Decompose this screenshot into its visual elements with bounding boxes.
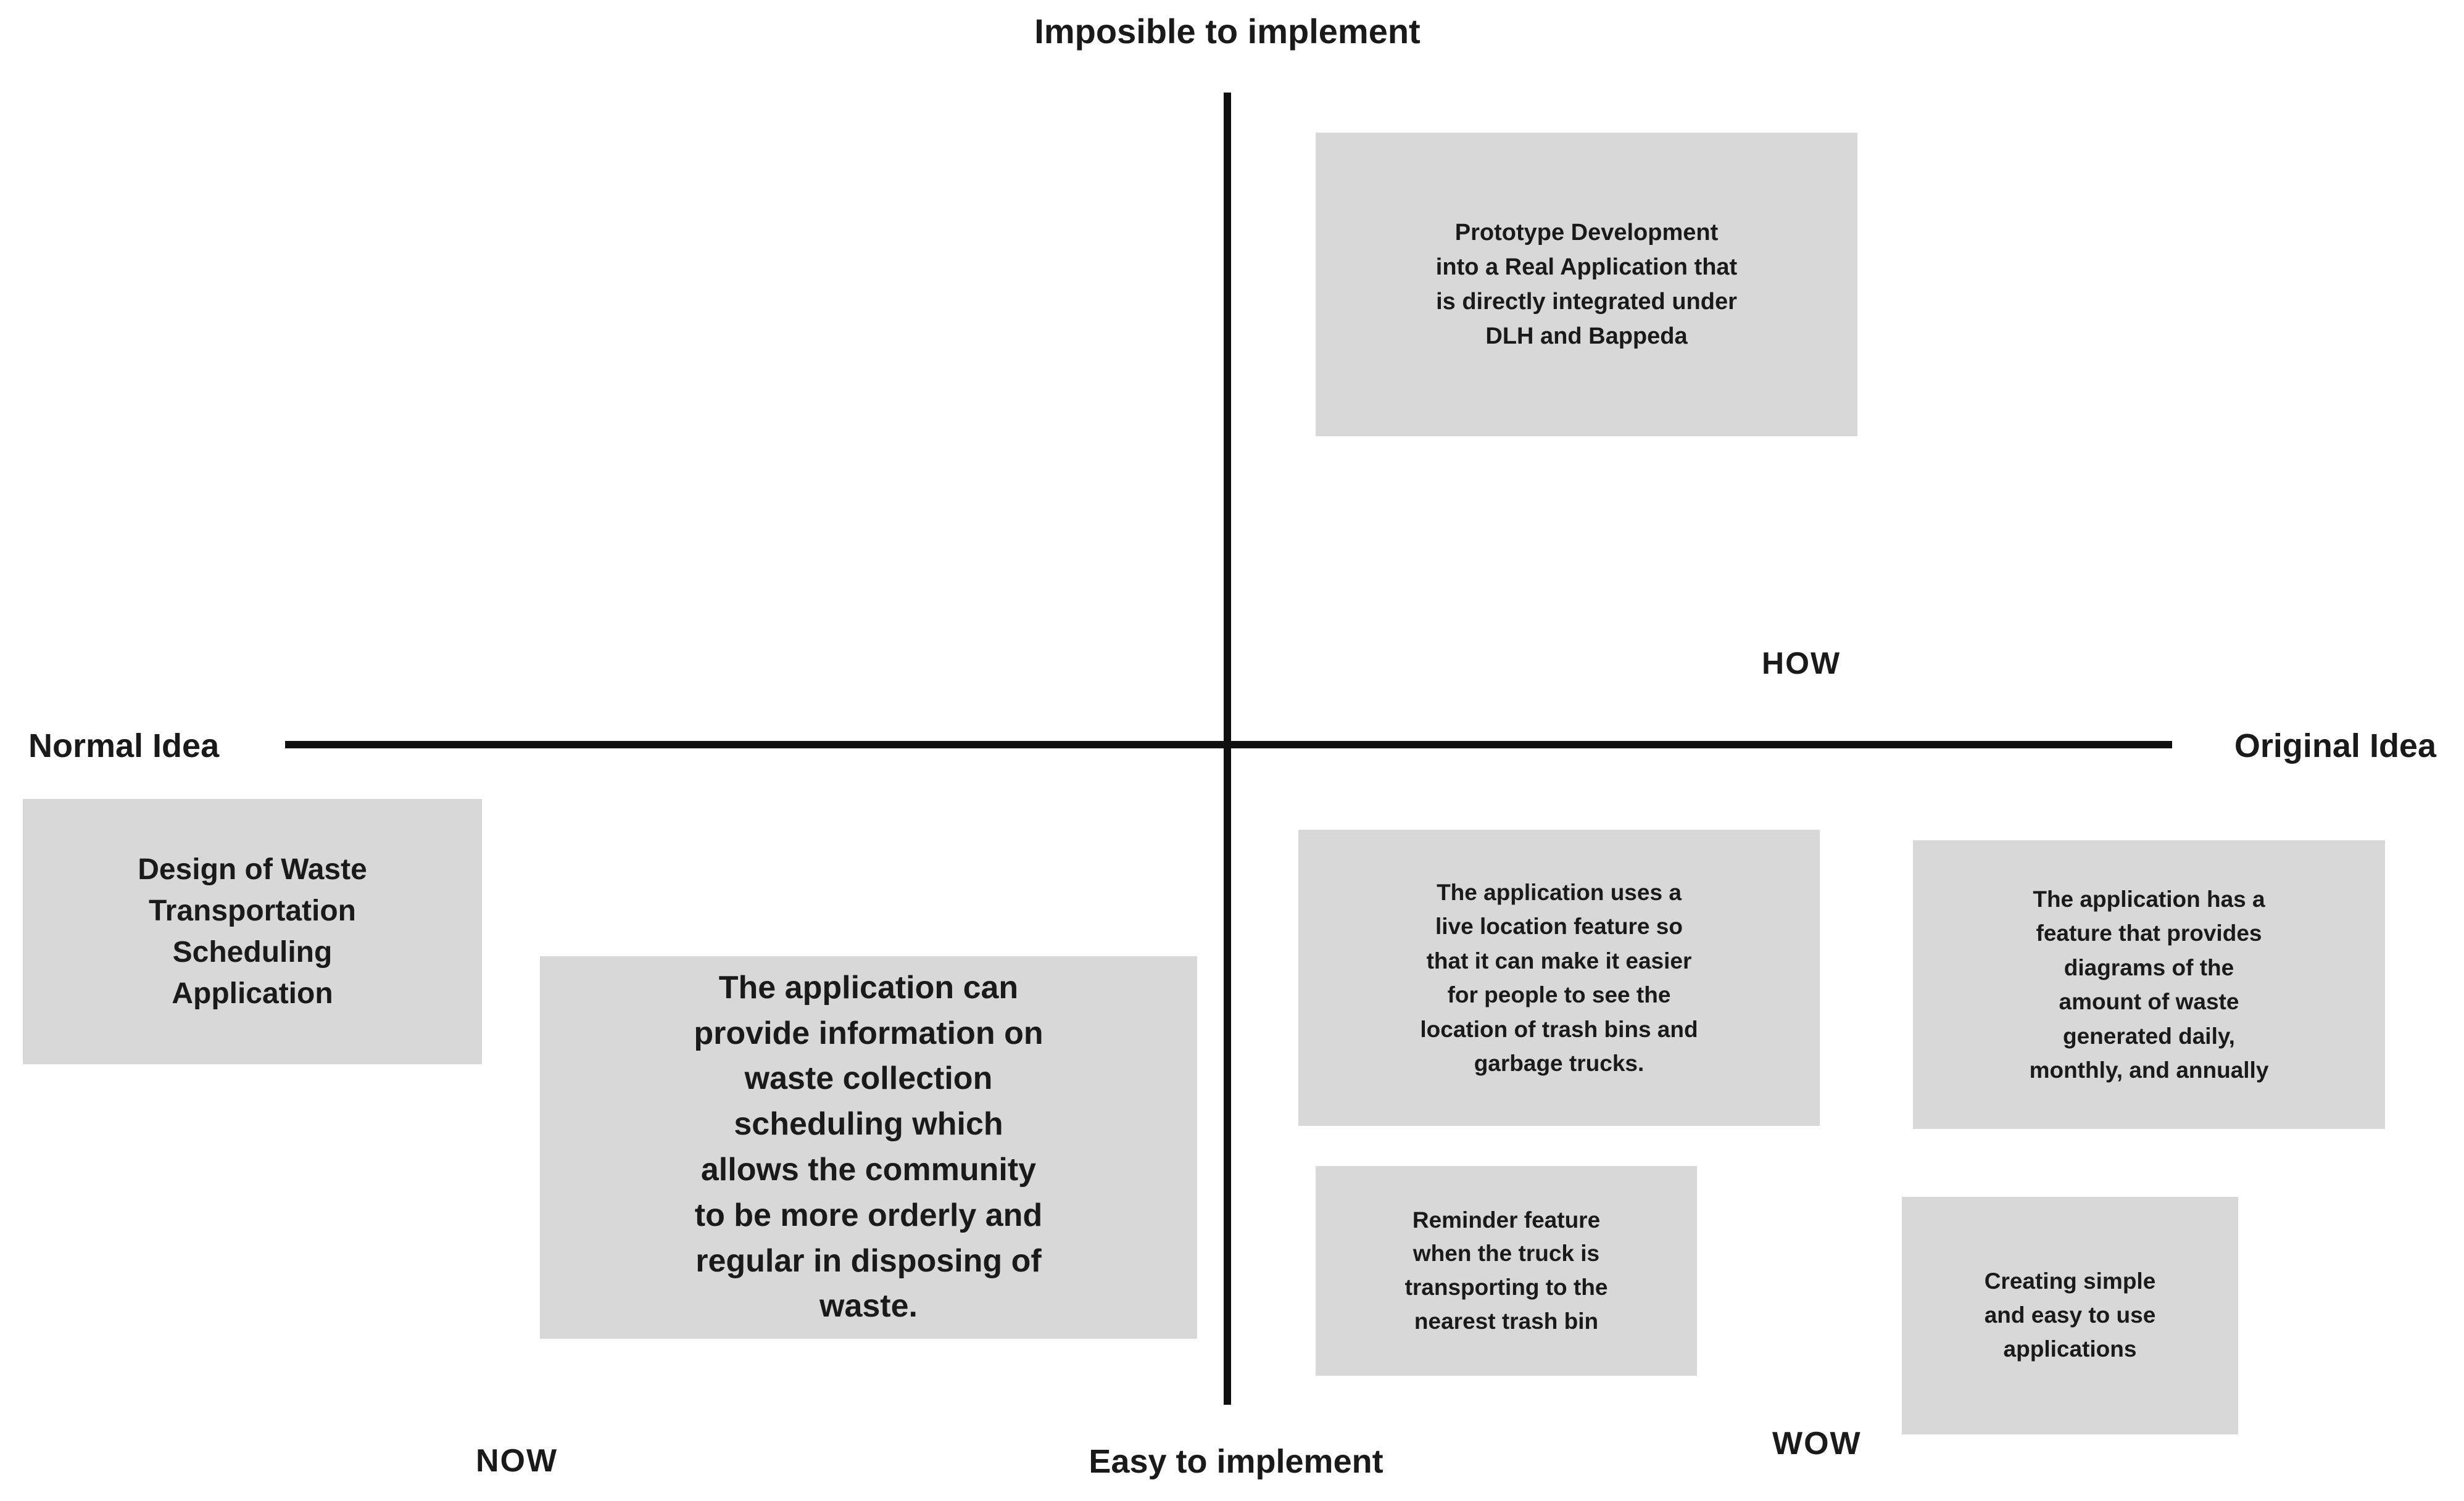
sticky-note-text: Design of Waste Transportation Schedulin…: [138, 853, 367, 1011]
sticky-note-prototype-development: Prototype Development into a Real Applic…: [1316, 133, 1857, 436]
quadrant-label-how: HOW: [1762, 646, 1841, 680]
sticky-note-text: Prototype Development into a Real Applic…: [1435, 219, 1738, 350]
quadrant-label-now: NOW: [476, 1443, 558, 1479]
sticky-note-design-of-waste-app: Design of Waste Transportation Schedulin…: [23, 799, 482, 1064]
sticky-note-text: The application uses a live location fea…: [1420, 879, 1698, 1077]
sticky-note-live-location-feature: The application uses a live location fea…: [1298, 830, 1820, 1126]
axis-label-impossible-to-implement: Imposible to implement: [1034, 12, 1421, 51]
sticky-note-waste-diagrams-feature: The application has a feature that provi…: [1913, 840, 2385, 1129]
sticky-note-simple-easy-applications: Creating simple and easy to use applicat…: [1902, 1197, 2238, 1434]
sticky-note-text: Reminder feature when the truck is trans…: [1404, 1207, 1608, 1334]
axis-label-original-idea: Original Idea: [2234, 727, 2436, 764]
sticky-note-text: The application has a feature that provi…: [2029, 886, 2269, 1083]
sticky-note-waste-collection-scheduling: The application can provide information …: [540, 956, 1197, 1339]
axis-label-easy-to-implement: Easy to implement: [1089, 1443, 1383, 1480]
sticky-note-reminder-feature: Reminder feature when the truck is trans…: [1316, 1166, 1697, 1376]
sticky-note-text: Creating simple and easy to use applicat…: [1984, 1268, 2156, 1362]
sticky-note-text: The application can provide information …: [694, 969, 1043, 1325]
horizontal-axis-line: [285, 741, 2172, 748]
quadrant-label-wow: WOW: [1772, 1426, 1862, 1462]
axis-label-normal-idea: Normal Idea: [28, 727, 220, 764]
vertical-axis-line: [1224, 93, 1231, 1405]
